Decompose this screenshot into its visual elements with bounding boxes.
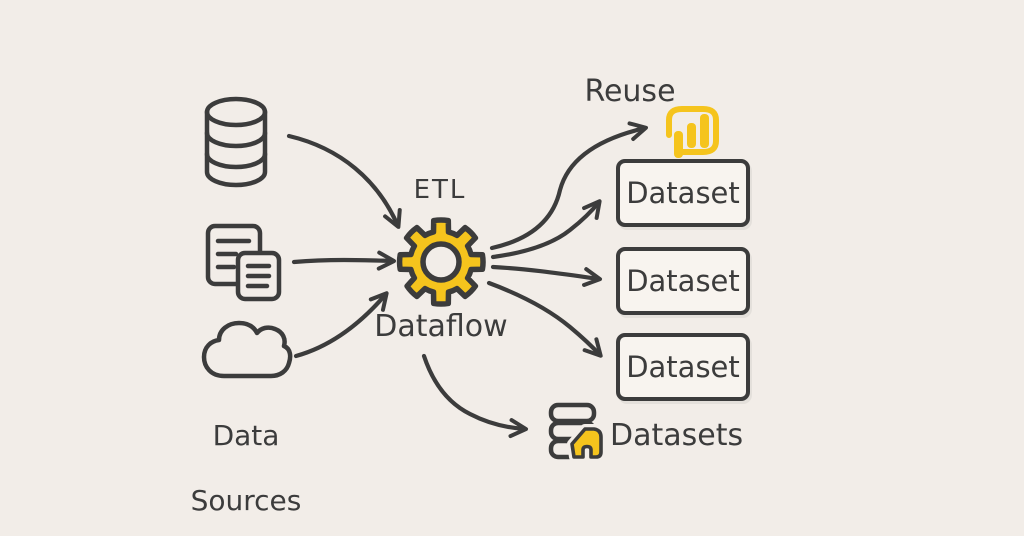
arrow-gear-to-dataset-1 <box>490 199 602 260</box>
reuse-label: Reuse <box>584 74 676 109</box>
datasets-label: Datasets <box>610 418 744 453</box>
cloud-icon <box>201 320 293 379</box>
dataset-box: Dataset <box>616 247 750 315</box>
dataset-box: Dataset <box>616 333 750 401</box>
documents-icon <box>205 223 282 302</box>
arrow-gear-to-dataset-3 <box>486 280 603 358</box>
database-icon <box>204 96 268 188</box>
data-sources-line1: Data <box>212 419 280 453</box>
arrow-gear-to-reuse <box>489 121 648 251</box>
arrow-gear-to-dataset-2 <box>490 264 602 287</box>
datasets-stack-icon <box>548 402 606 462</box>
powerbi-icon <box>666 106 719 158</box>
arrow-dataflow-to-datasets <box>421 353 528 439</box>
dataset-box: Dataset <box>616 159 750 227</box>
arrow-documents-to-gear <box>291 250 396 271</box>
data-sources-label: Data Sources <box>170 388 322 517</box>
dataflow-label: Dataflow <box>374 309 508 344</box>
dataset-box-label: Dataset <box>626 350 740 384</box>
dataset-box-label: Dataset <box>626 264 740 298</box>
data-sources-line2: Sources <box>190 483 302 517</box>
dataset-box-label: Dataset <box>626 176 740 210</box>
arrow-database-to-gear <box>286 133 402 229</box>
gear-icon <box>396 217 486 307</box>
arrow-cloud-to-gear <box>293 291 389 359</box>
etl-label: ETL <box>413 175 467 205</box>
